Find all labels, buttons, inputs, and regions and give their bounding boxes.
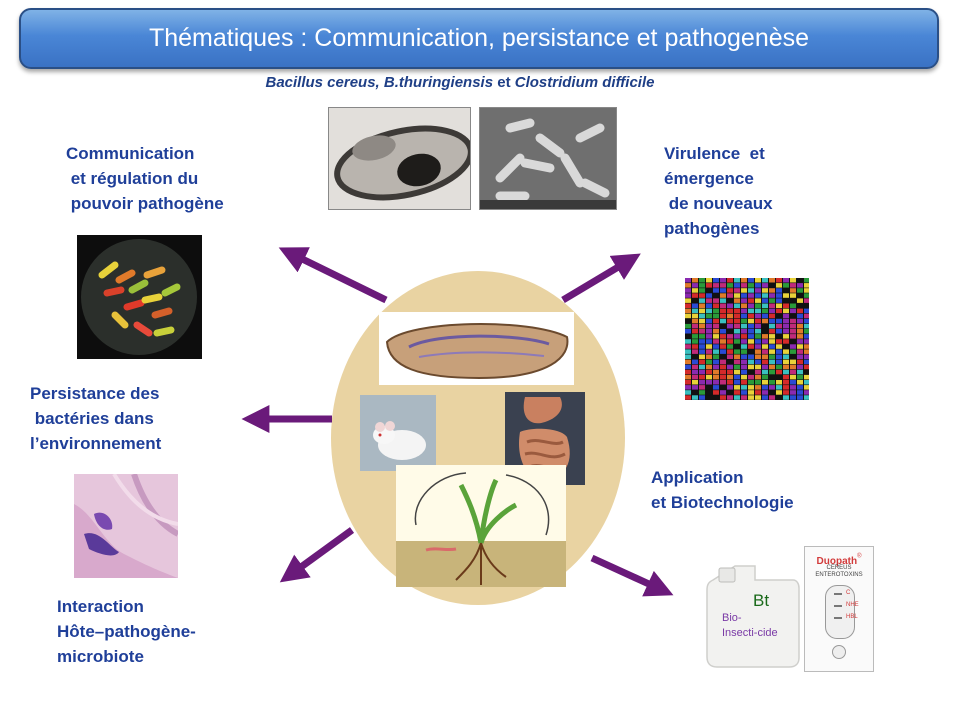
photo-larva-section [379,312,574,385]
arrow-communication [278,247,388,304]
jerrycan-sublabel: Bio- Insecti-cide [722,612,778,639]
arrow-interaction [279,527,355,583]
photo-fluorescence [77,235,202,359]
subtitle-species-2: Clostridium difficile [514,74,655,91]
product-duopath-kit: Duopath® CEREUS ENTEROTOXINS C NHE HBL [804,546,874,672]
kit-registered-mark: ® [857,553,862,560]
subtitle: Bacillus cereus, B.thuringiensis et Clos… [150,74,770,91]
kit-label-hbl: HBL [846,614,858,620]
photo-mouse [360,395,436,471]
kit-sample-well [832,645,846,659]
title-bar: Thématiques : Communication, persistance… [19,8,939,69]
kit-band-2 [834,605,842,607]
theme-application: Application et Biotechnologie [651,468,794,512]
theme-persistance: Persistance des bactéries dans l’environ… [30,384,162,453]
kit-band-3 [834,617,842,619]
page-title: Thématiques : Communication, persistance… [148,24,810,52]
kit-label-c: C [846,590,851,596]
photo-soil-plant [396,465,566,587]
arrow-application [590,554,674,597]
kit-line-2: ENTEROTOXINS [815,572,863,578]
theme-virulence: Virulence et émergence de nouveaux patho… [664,144,773,238]
theme-communication: Communication et régulation du pouvoir p… [66,144,224,213]
photo-bacilli-sem [479,107,617,210]
kit-brand: Duopath [816,556,858,567]
photo-dna-array [685,278,809,400]
kit-header: Duopath® [805,551,873,569]
kit-label-nhe: NHE [846,602,859,608]
subtitle-connector: et [493,74,515,91]
subtitle-species-1: Bacillus cereus, B.thuringiensis [265,74,494,91]
theme-interaction: Interaction Hôte–pathogène- microbiote [57,597,196,666]
kit-band-1 [834,593,842,595]
photo-histology [74,474,178,578]
arrow-virulence [561,253,641,304]
product-bio-insecticide: Bt Bio- Insecti-cide [705,560,800,668]
kit-line-1: CEREUS [826,565,852,571]
photo-spore-tem [328,107,471,210]
jerrycan-label: Bt [753,591,770,610]
